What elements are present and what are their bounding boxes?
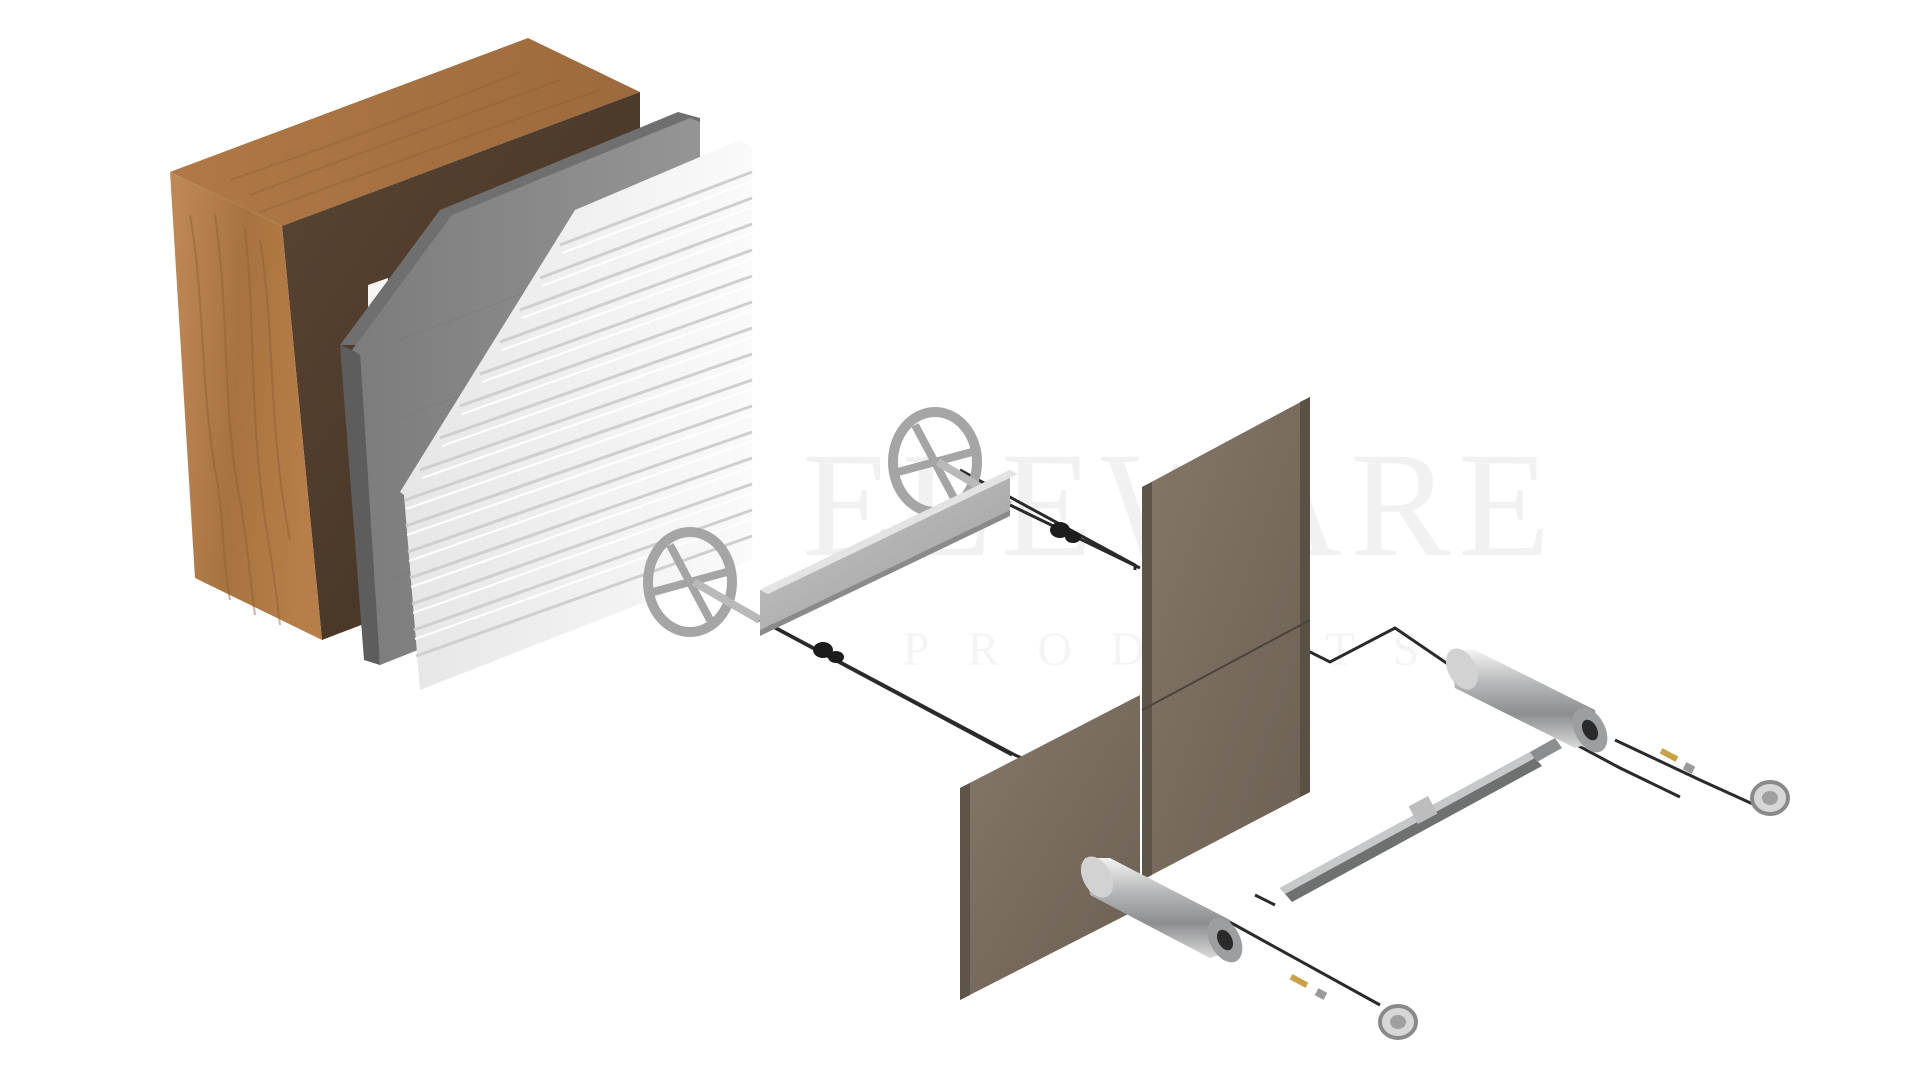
steel-sleeve-upper (1445, 648, 1608, 753)
white-insulation-layer (400, 140, 753, 690)
facade-panels (960, 397, 1311, 1000)
wheel-anchor-lower (643, 527, 762, 637)
facade-panel-lower (960, 695, 1140, 1000)
cable-connectors (813, 522, 1081, 663)
gold-pins (1289, 748, 1696, 1000)
facade-panel-upper (1142, 397, 1310, 880)
steel-sleeve-lower (1080, 856, 1243, 963)
steel-angle-bracket (760, 470, 1018, 636)
end-washer-upper (1750, 780, 1790, 816)
tension-rod (1280, 738, 1562, 902)
end-washer-lower (1378, 1004, 1418, 1040)
